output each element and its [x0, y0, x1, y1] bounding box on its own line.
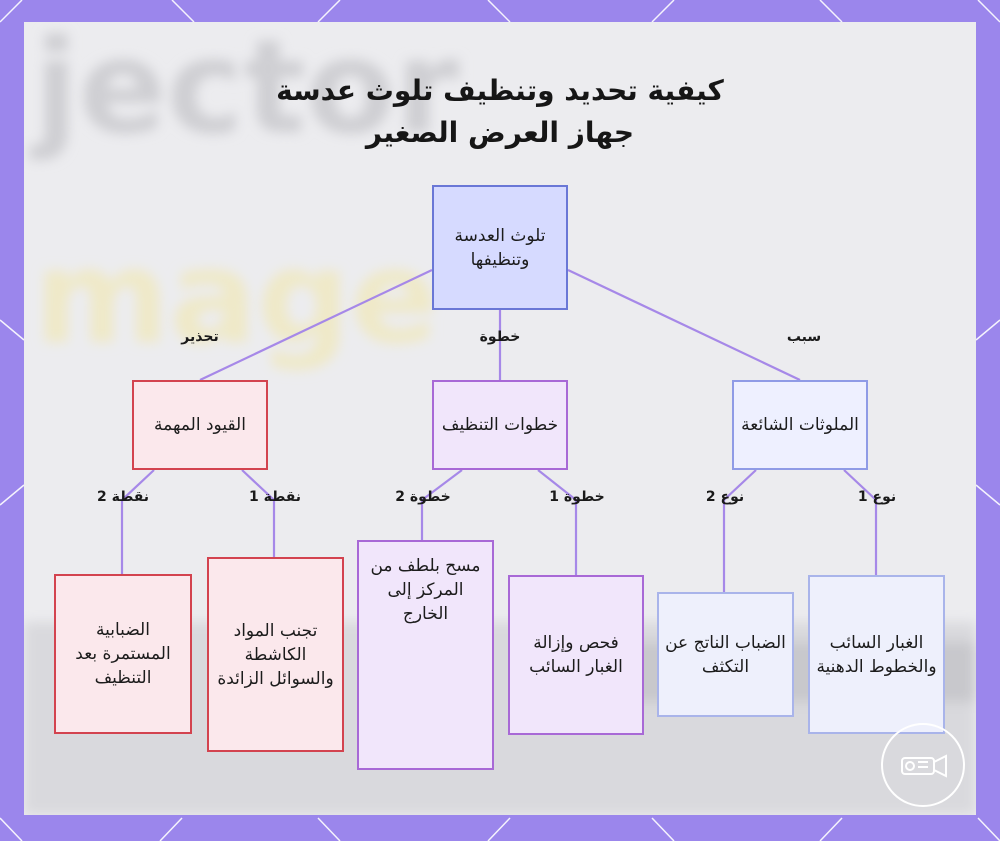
edge-root-constraints	[199, 269, 433, 381]
node-point2-label: الضبابية المستمرة بعد التنظيف	[75, 620, 171, 688]
edge-label-type2: نوع 2	[705, 489, 745, 505]
edge-steps-step1	[537, 469, 578, 575]
projector-icon	[881, 723, 965, 807]
edge-label-step: خطوة	[479, 329, 521, 345]
connector-lines	[120, 269, 878, 592]
node-point2: الضبابية المستمرة بعد التنظيف	[54, 574, 192, 734]
edge-label-point1: نقطة 1	[248, 489, 302, 505]
svg-text:mage: mage	[34, 221, 438, 373]
node-type2: الضباب الناتج عن التكثف	[657, 592, 794, 717]
node-type1-label: الغبار السائب والخطوط الدهنية	[816, 632, 937, 677]
edge-label-type1: نوع 1	[857, 489, 897, 505]
node-step2-label: مسح بلطف من المركز إلى الخارج	[370, 556, 481, 624]
edge-label-point2: نقطة 2	[96, 489, 150, 505]
edge-root-contaminants	[567, 269, 801, 381]
edge-contaminants-type2	[722, 469, 757, 592]
node-type2-label: الضباب الناتج عن التكثف	[665, 632, 786, 677]
node-constraints: القيود المهمة	[132, 380, 268, 470]
node-point1: تجنب المواد الكاشطة والسوائل الزائدة	[207, 557, 344, 752]
svg-text:jector: jector	[29, 22, 459, 163]
edge-contaminants-type1	[843, 469, 878, 582]
node-contaminants-label: الملوثات الشائعة	[741, 415, 859, 435]
edge-label-warning: تحذير	[181, 329, 219, 345]
node-root-label: تلوث العدسة وتنظيفها	[454, 225, 546, 270]
node-cleaning-steps-label: خطوات التنظيف	[441, 415, 559, 435]
edge-label-cause: سبب	[786, 329, 822, 345]
node-step1: فحص وإزالة الغبار السائب	[508, 575, 644, 735]
edge-constraints-point1	[241, 469, 276, 557]
node-contaminants: الملوثات الشائعة	[732, 380, 868, 470]
node-root: تلوث العدسة وتنظيفها	[432, 185, 568, 310]
title-line-2: جهاز العرض الصغير	[365, 116, 635, 149]
diagram-panel: jector mage كيفية تحديد وتنظيف تلوث عدسة…	[24, 22, 976, 815]
node-constraints-label: القيود المهمة	[154, 415, 246, 435]
edge-constraints-point2	[120, 469, 155, 574]
edge-label-step2: خطوة 2	[395, 489, 451, 505]
node-step2: مسح بلطف من المركز إلى الخارج	[357, 540, 494, 770]
node-type1: الغبار السائب والخطوط الدهنية	[808, 575, 945, 734]
node-cleaning-steps: خطوات التنظيف	[432, 380, 568, 470]
edge-steps-step2	[420, 469, 463, 540]
diagram-title: كيفية تحديد وتنظيف تلوث عدسة جهاز العرض …	[24, 70, 976, 154]
node-step1-label: فحص وإزالة الغبار السائب	[529, 633, 623, 677]
title-line-1: كيفية تحديد وتنظيف تلوث عدسة	[276, 74, 724, 107]
node-point1-label: تجنب المواد الكاشطة والسوائل الزائدة	[217, 620, 334, 689]
edge-label-step1: خطوة 1	[549, 489, 605, 505]
